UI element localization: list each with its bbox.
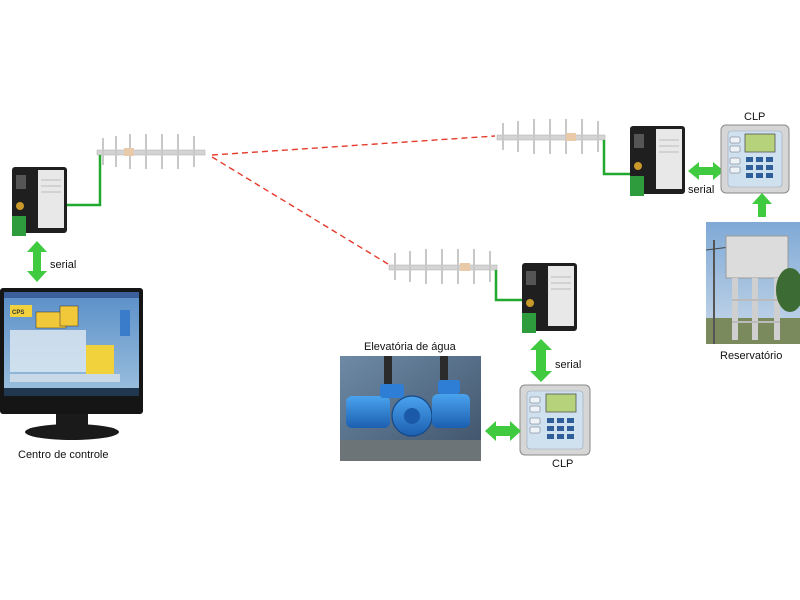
radio-link-bottom: [211, 156, 389, 265]
label-clp-top: CLP: [744, 111, 765, 123]
monitor-screen-title: CPS: [12, 310, 24, 316]
wire-middle: [494, 270, 528, 302]
radio-links: [211, 135, 496, 265]
radio-link-top: [211, 135, 496, 156]
control-center-monitor: [0, 288, 143, 440]
radio-modem-top-right: [630, 126, 685, 196]
serial-arrow-middle: [530, 339, 552, 382]
label-reservatorio: Reservatório: [720, 350, 782, 362]
radio-modem-left: [12, 167, 67, 236]
reservoir-photo: [705, 222, 800, 344]
arrow-pump-plc: [485, 421, 521, 441]
serial-arrow-left: [27, 241, 47, 282]
plc-bottom: [519, 384, 591, 456]
label-elevatoria: Elevatória de água: [364, 341, 457, 353]
label-serial-left: serial: [50, 259, 76, 271]
label-serial-top-right: serial: [688, 184, 714, 196]
antenna-middle: [388, 249, 498, 284]
wire-top-right: [602, 140, 635, 176]
label-centro-de-controle: Centro de controle: [18, 449, 109, 461]
antenna-top-right: [496, 119, 606, 154]
serial-arrow-top-right: [688, 162, 724, 180]
wire-left: [60, 155, 102, 207]
arrow-up-reservoir: [752, 193, 772, 217]
antenna-left: [96, 134, 206, 169]
label-serial-middle: serial: [555, 359, 581, 371]
radio-modem-middle: [522, 263, 577, 333]
pump-station-photo: [340, 356, 481, 461]
plc-top-right: [720, 124, 790, 194]
label-clp-bottom: CLP: [552, 458, 573, 470]
